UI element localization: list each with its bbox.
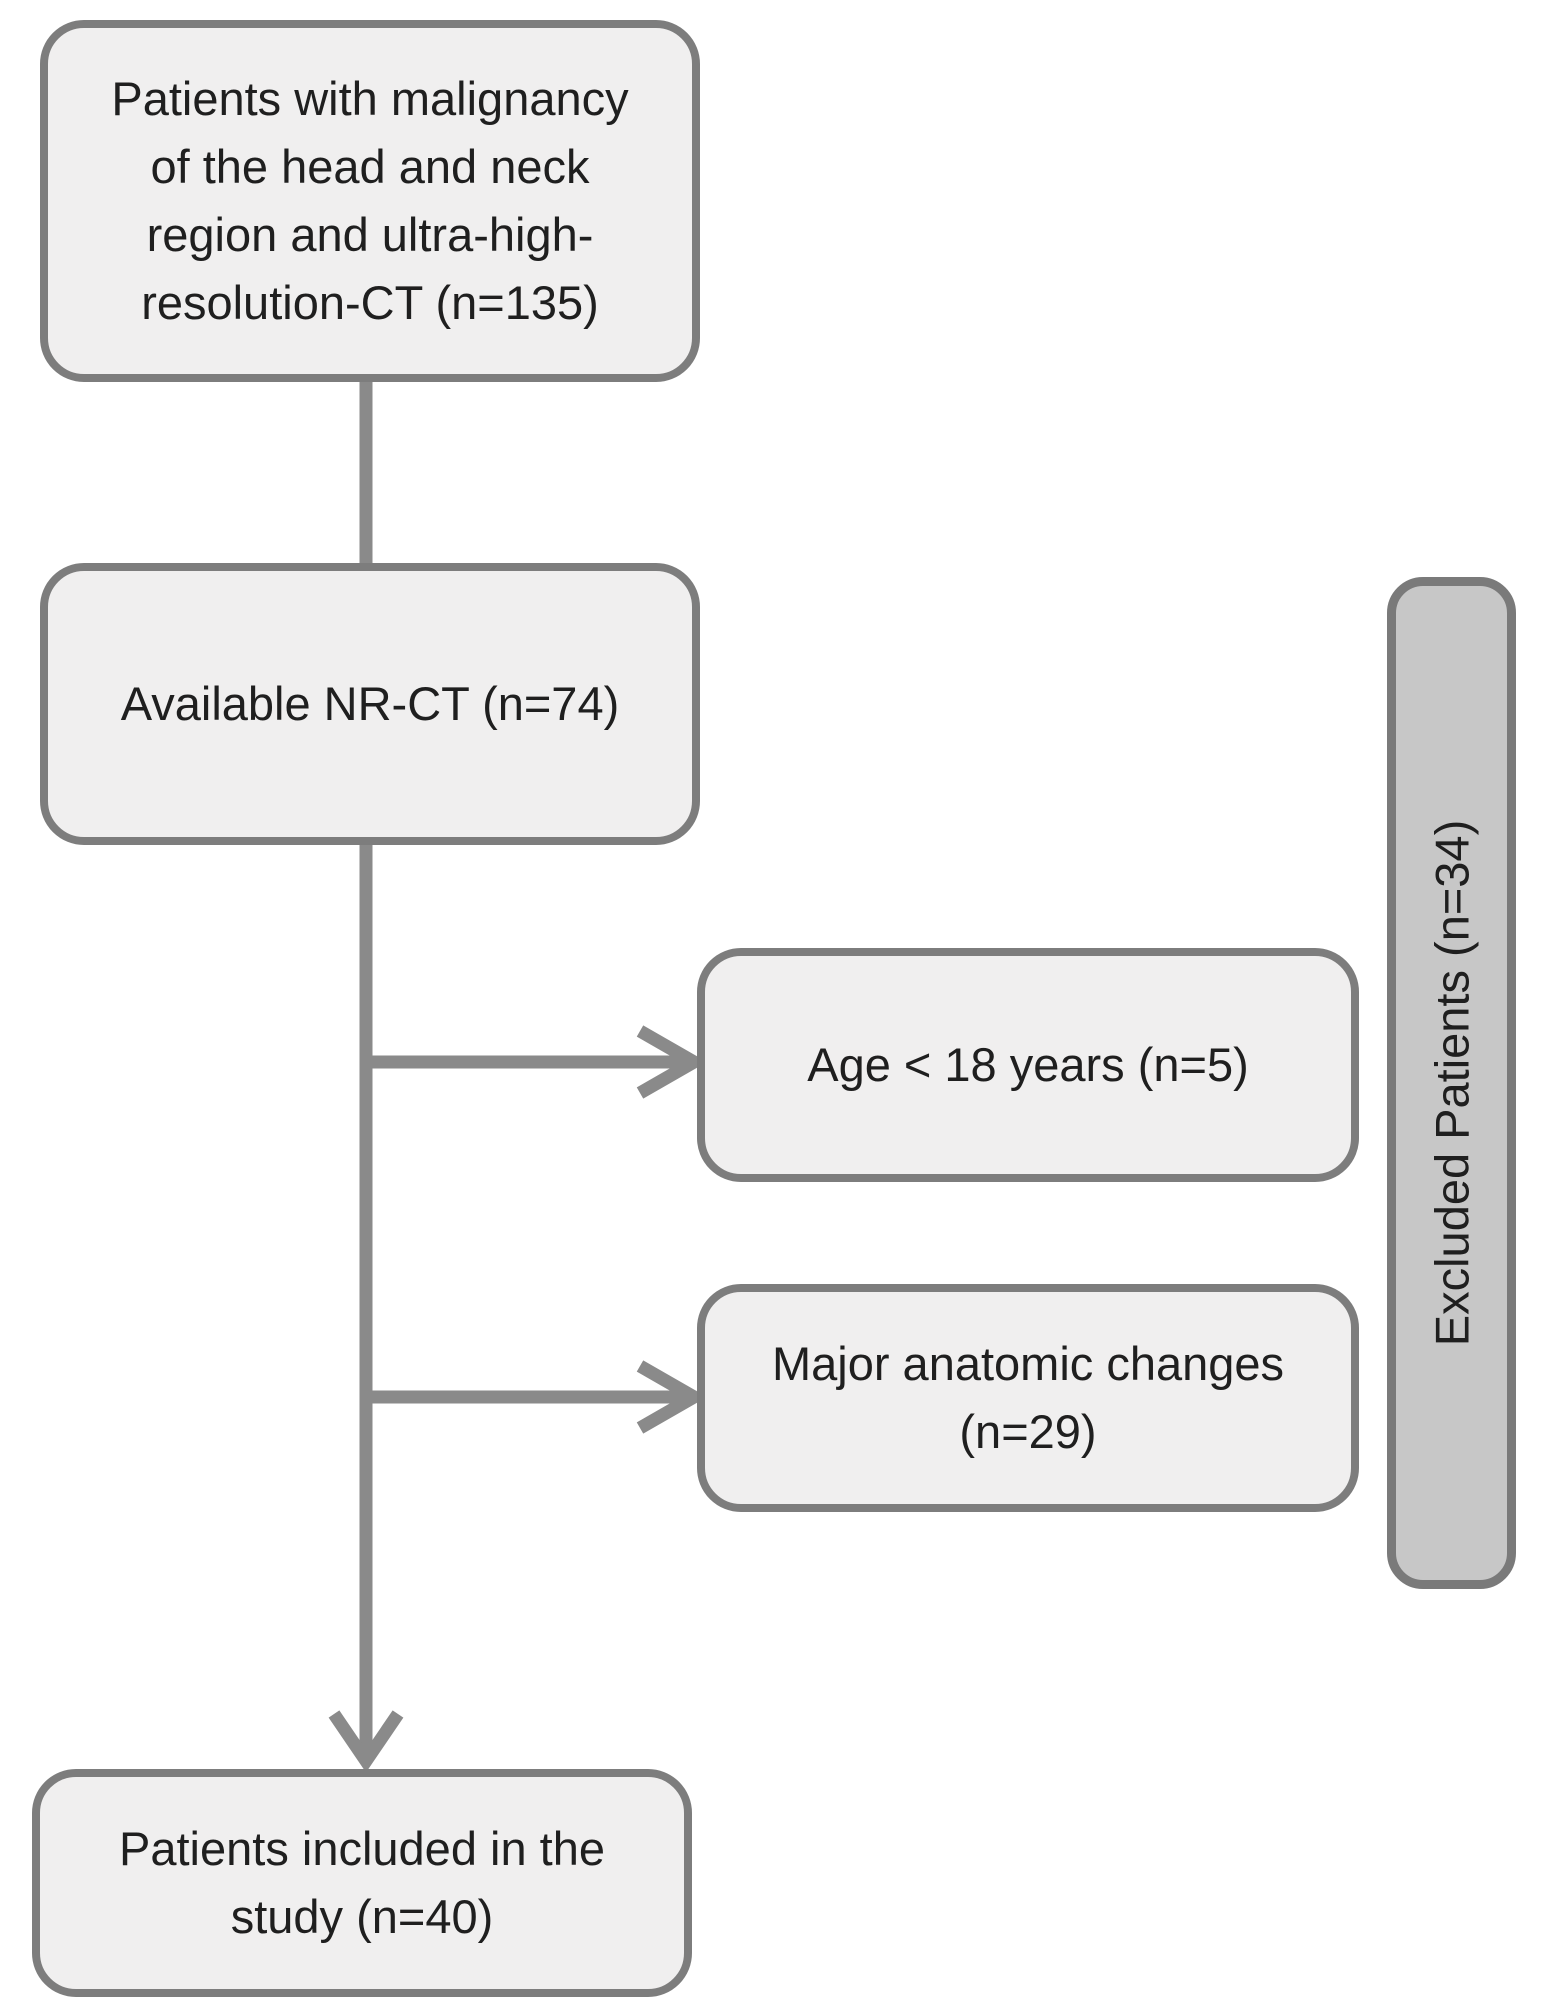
arrowhead-down-included-icon: [328, 1710, 404, 1773]
box-text-line: Patients included in the: [119, 1821, 605, 1875]
flow-box-included-study: Patients included in the study (n=40): [32, 1769, 692, 1997]
arrowhead-right-age-icon: [636, 1025, 708, 1099]
box-text-line: resolution-CT (n=135): [141, 276, 599, 330]
arrowhead-right-anatomic-icon: [636, 1360, 708, 1434]
flow-box-initial-cohort: Patients with malignancy of the head and…: [40, 20, 700, 382]
box-text-line: Available NR-CT (n=74): [120, 676, 620, 730]
box-text-line: (n=29): [959, 1405, 1097, 1458]
flow-box-excluded-anatomic: Major anatomic changes (n=29): [697, 1284, 1359, 1512]
box-text-line: region and ultra-high-: [146, 208, 594, 261]
excluded-patients-bar: Excluded Patients (n=34): [1387, 577, 1516, 1589]
box-text-line: study (n=40): [230, 1890, 494, 1943]
excluded-patients-bar-label: Excluded Patients (n=34): [1425, 819, 1478, 1347]
flow-box-excluded-age: Age < 18 years (n=5): [697, 948, 1359, 1182]
box-text-line: Patients with malignancy: [111, 71, 629, 125]
box-text-line: Major anatomic changes: [771, 1336, 1285, 1390]
flow-box-available-nrct: Available NR-CT (n=74): [40, 563, 700, 845]
box-text-line: Age < 18 years (n=5): [807, 1037, 1249, 1091]
box-text-line: of the head and neck: [150, 139, 590, 193]
